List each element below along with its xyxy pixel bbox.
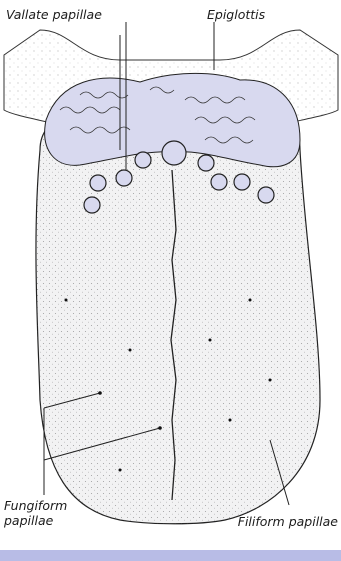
epiglottis-label: Epiglottis bbox=[207, 7, 265, 22]
bottom-accent-bar bbox=[0, 550, 341, 561]
fungiform-label-line2: papillae bbox=[4, 513, 67, 528]
filiform-papillae-label: Filiform papillae bbox=[238, 514, 338, 529]
fungiform-label-line1: Fungiform bbox=[4, 498, 67, 513]
fungiform-papillae-label: Fungiform papillae bbox=[4, 498, 67, 528]
vallate-papillae-label: Vallate papillae bbox=[6, 7, 102, 22]
